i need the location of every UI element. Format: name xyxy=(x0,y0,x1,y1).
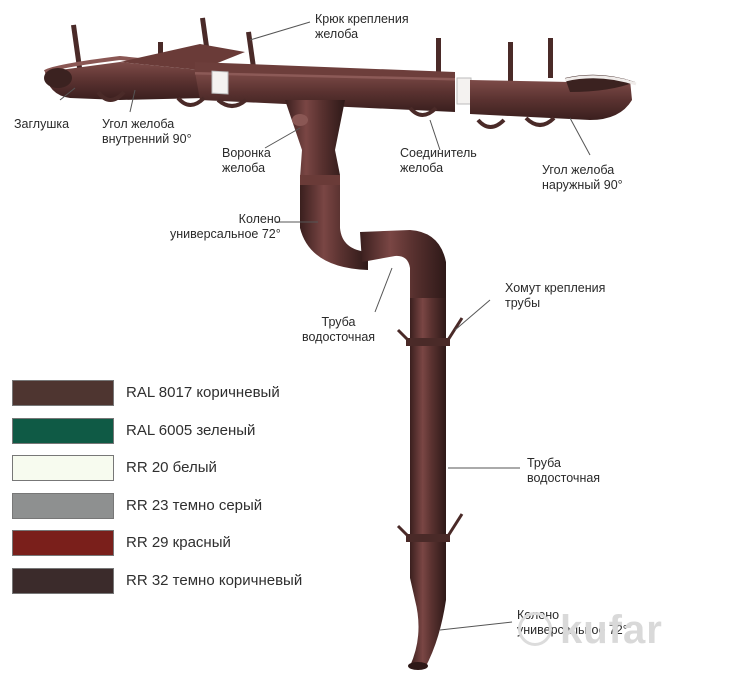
gutter-connector-right xyxy=(456,77,472,105)
label-hook: Крюк крепления желоба xyxy=(315,12,409,41)
gutter-cap xyxy=(44,68,72,88)
color-swatch-label: RAL 6005 зеленый xyxy=(126,421,256,439)
pipe-clamp-bottom xyxy=(406,534,450,542)
color-swatch xyxy=(12,417,114,444)
label-clamp: Хомут крепления трубы xyxy=(505,281,606,310)
color-swatch-label: RR 29 красный xyxy=(126,534,231,552)
label-pipe-2: Труба водосточная xyxy=(527,456,601,485)
elbow-top xyxy=(360,230,446,300)
color-swatch xyxy=(12,455,114,482)
color-swatch xyxy=(12,568,114,594)
color-swatch-label: RR 23 темно серый xyxy=(126,496,263,514)
gutter-funnel xyxy=(285,100,345,178)
elbow-bottom xyxy=(410,578,446,668)
gutter-main xyxy=(195,72,455,112)
color-swatch xyxy=(12,380,114,406)
label-elbow-top: Колено универсальное 72° xyxy=(170,212,281,241)
gutter-inner-corner xyxy=(45,62,205,100)
color-swatch-label: RAL 8017 коричневый xyxy=(126,384,280,401)
label-funnel: Воронка желоба xyxy=(222,146,271,175)
color-swatch-label: RR 32 темно коричневый xyxy=(126,572,303,589)
color-swatch xyxy=(12,492,114,519)
pipe-upper xyxy=(300,175,368,270)
gutter-connector-left xyxy=(211,70,229,95)
watermark: kufar xyxy=(560,608,663,652)
label-inner-corner: Угол желоба внутренний 90° xyxy=(102,117,192,146)
label-outer-corner: Угол желоба наружный 90° xyxy=(542,163,623,192)
label-pipe-1: Труба водосточная xyxy=(302,315,376,344)
color-swatch-label: RR 20 белый xyxy=(126,459,217,477)
label-connector: Соединитель желоба xyxy=(400,146,477,175)
color-swatch xyxy=(12,530,114,557)
pipe-clamp-top xyxy=(406,338,450,346)
label-cap: Заглушка xyxy=(14,117,70,131)
watermark-logo-icon xyxy=(518,612,552,646)
